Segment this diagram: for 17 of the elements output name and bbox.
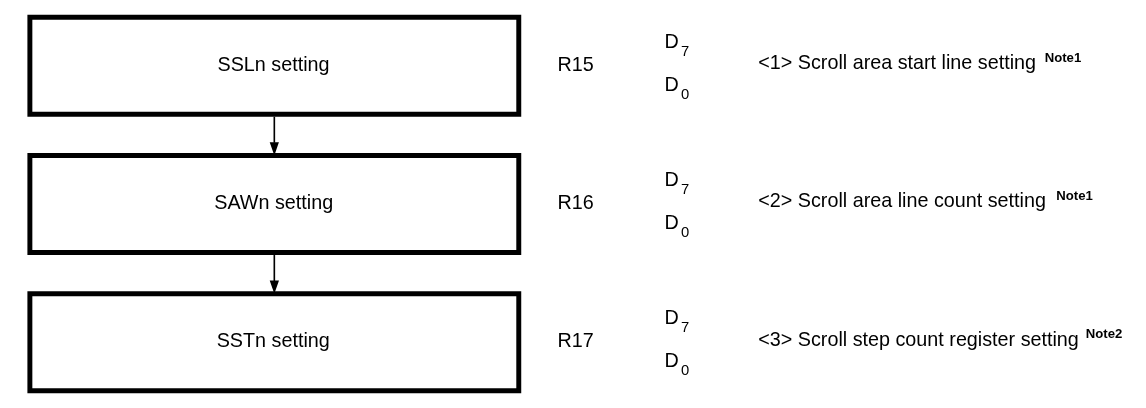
- node-label: D$_{0}$: [663, 72, 689, 102]
- node-box: SAWn setting: [26, 152, 521, 256]
- arrow: [269, 115, 279, 156]
- node-label: <1> Scroll area start line setting $^{Note1}$: [757, 49, 1081, 74]
- node-box: SSTn setting: [26, 291, 521, 394]
- node-label: R15: [556, 52, 594, 75]
- node-box: SSLn setting: [26, 14, 521, 117]
- node-label: D$_{0}$: [663, 349, 689, 379]
- node-label: D$_{7}$: [663, 306, 689, 336]
- node-label: D$_{0}$: [663, 210, 689, 240]
- node-label: <2> Scroll area line count setting $^{Note1}$: [757, 187, 1093, 212]
- node-label: D$_{7}$: [663, 168, 689, 198]
- node-label: D$_{7}$: [663, 29, 689, 59]
- node-label: R17: [556, 329, 594, 352]
- node-label: R16: [556, 191, 594, 214]
- node-label: <3> Scroll step count register setting $^{Note2}$: [757, 326, 1122, 350]
- arrow: [269, 254, 279, 294]
